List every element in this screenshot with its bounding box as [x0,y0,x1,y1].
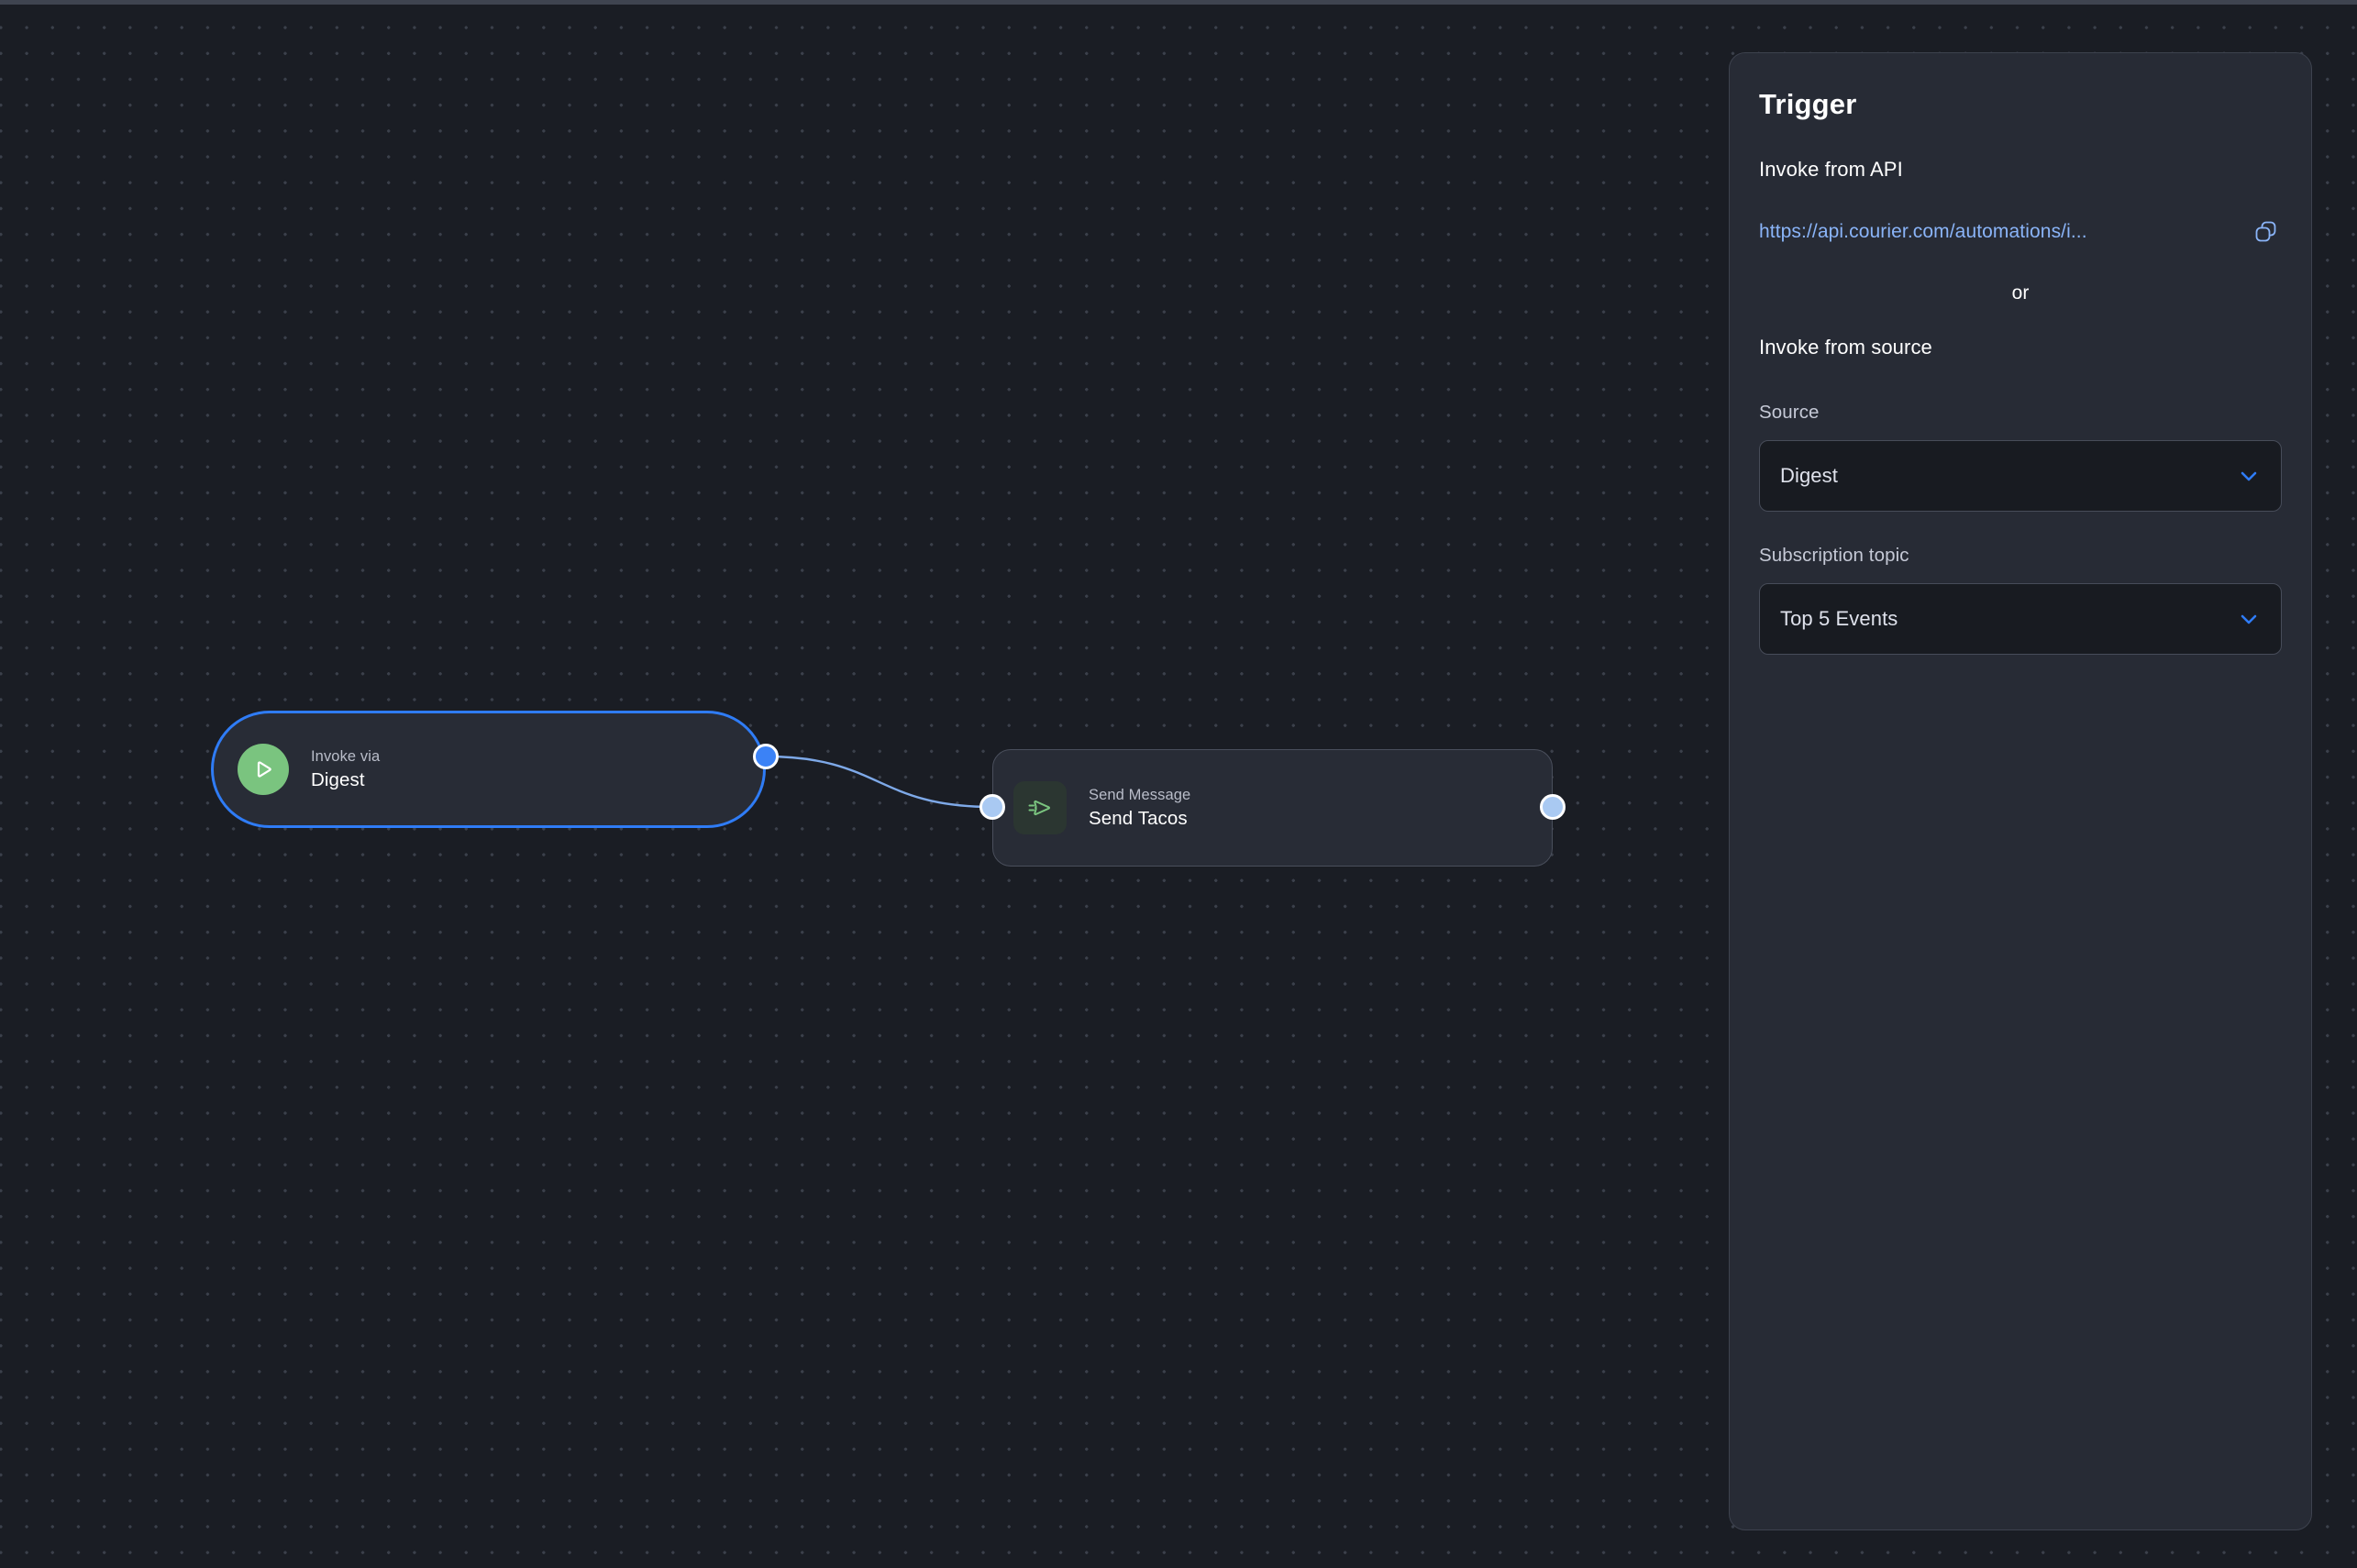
api-url-row: https://api.courier.com/automations/i... [1759,216,2282,248]
top-accent-strip [0,0,2357,5]
play-circle-icon [238,744,289,795]
send-node-labels: Send Message Send Tacos [1089,786,1190,830]
api-url-link[interactable]: https://api.courier.com/automations/i... [1759,221,2087,242]
node-send-message-send-tacos[interactable]: Send Message Send Tacos [992,749,1553,867]
source-field-label: Source [1759,402,1820,423]
trigger-node-labels: Invoke via Digest [311,747,380,791]
edge-trigger-to-send [765,755,993,809]
source-select-value: Digest [1780,464,1838,487]
trigger-node-kind: Invoke via [311,747,381,765]
chevron-down-icon [2237,464,2261,488]
panel-title: Trigger [1759,88,1857,120]
subscription-topic-select-value: Top 5 Events [1780,607,1898,630]
handle-trigger-output[interactable] [753,744,779,769]
trigger-node-title: Digest [311,768,365,790]
node-trigger-invoke-via-digest[interactable]: Invoke via Digest [211,711,766,828]
trigger-properties-panel: Trigger Invoke from API https://api.cour… [1729,52,2312,1530]
flow-canvas[interactable]: Invoke via Digest Send Message Send Taco… [0,5,2357,1568]
handle-send-input[interactable] [979,794,1005,820]
send-message-icon [1013,781,1067,834]
chevron-down-icon [2237,607,2261,631]
invoke-from-api-heading: Invoke from API [1759,158,1903,181]
copy-icon[interactable] [2251,216,2282,248]
send-node-kind: Send Message [1089,786,1191,803]
handle-send-output[interactable] [1540,794,1566,820]
send-node-title: Send Tacos [1089,807,1188,829]
subscription-topic-field-label: Subscription topic [1759,545,1909,566]
source-select[interactable]: Digest [1759,440,2282,512]
or-divider-label: or [2011,282,2030,304]
invoke-from-source-heading: Invoke from source [1759,336,1932,359]
subscription-topic-select[interactable]: Top 5 Events [1759,583,2282,655]
